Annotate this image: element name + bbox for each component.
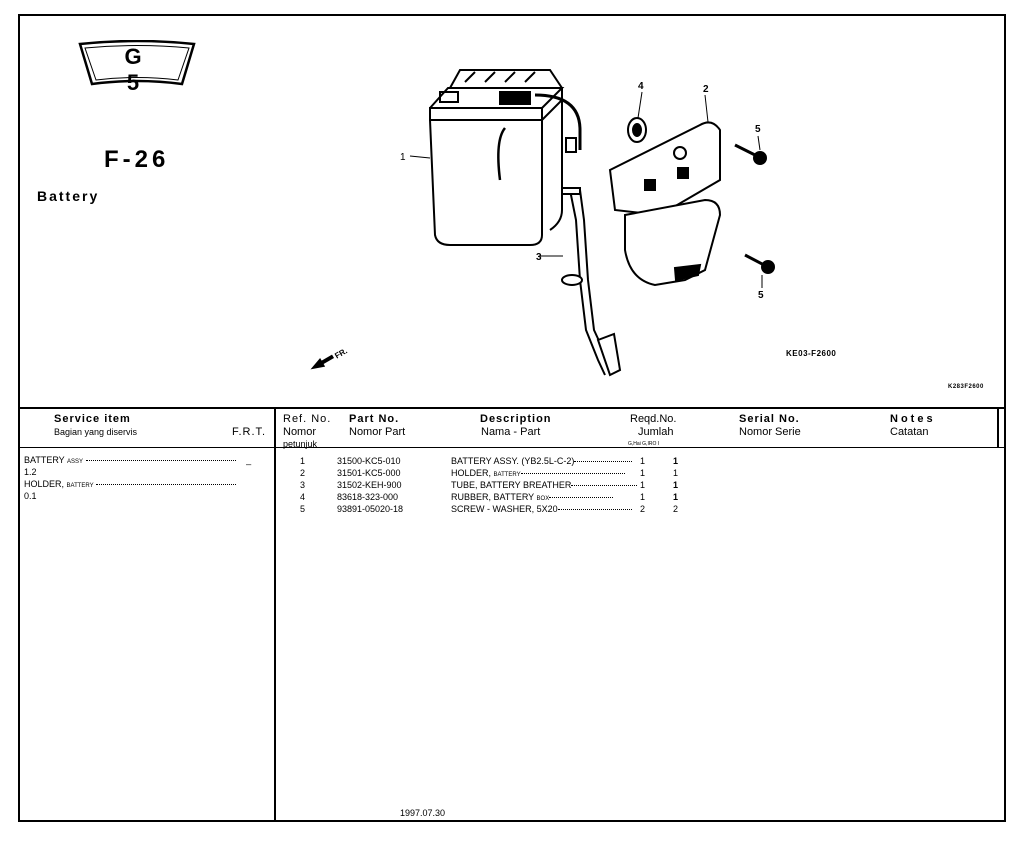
screw-illustrations xyxy=(734,143,775,274)
group-badge-outline xyxy=(78,39,196,86)
print-date: 1997.07.30 xyxy=(400,808,446,818)
leader-dots xyxy=(557,509,632,510)
service-item-row: 0.1 xyxy=(24,491,37,502)
leader-dots xyxy=(96,484,237,485)
table-header-rule xyxy=(18,447,1006,448)
callout-2: 2 xyxy=(703,84,709,95)
row-description: BATTERY ASSY. (YB2.5L-C-2) xyxy=(451,455,633,467)
row-part-no: 31501-KC5-000 xyxy=(337,468,401,478)
row-description-small: BATTERY xyxy=(493,472,521,478)
table-top-rule xyxy=(18,407,1006,409)
front-arrow-label: FR. xyxy=(333,346,349,360)
row-part-no: 31500-KC5-010 xyxy=(337,456,401,466)
breather-tube-illustration xyxy=(561,187,622,377)
service-item-suffix: ASSY xyxy=(67,459,84,465)
row-description: TUBE, BATTERY BREATHER xyxy=(451,479,638,491)
row-description: SCREW - WASHER, 5X20 xyxy=(451,503,632,515)
header-ref-no-sub1: Nomor xyxy=(283,426,317,438)
diagram-code: KE03-F2600 xyxy=(786,349,837,358)
callout-1: 1 xyxy=(400,152,406,163)
header-reqd-cols: G,Hai G,IRO I xyxy=(628,441,660,447)
row-ref: 5 xyxy=(300,504,306,514)
row-part-no: 83618-323-000 xyxy=(337,492,399,502)
row-ref: 2 xyxy=(300,468,306,478)
table-divider xyxy=(274,407,276,822)
header-reqd: Reqd.No. xyxy=(630,413,677,425)
row-qty-2: 1 xyxy=(673,456,679,466)
row-part-no: 31502-KEH-900 xyxy=(337,480,402,490)
callout-leaders xyxy=(409,91,763,288)
callout-5a: 5 xyxy=(755,124,761,135)
leader-dots xyxy=(85,460,236,461)
header-frt: F.R.T. xyxy=(232,426,267,438)
row-ref: 4 xyxy=(300,492,306,502)
row-ref: 3 xyxy=(300,480,306,490)
header-ref-no-sub2: petunjuk xyxy=(283,439,318,449)
leader-dots xyxy=(520,473,625,474)
header-ref-no: Ref. No. xyxy=(283,413,332,425)
row-qty-1: 2 xyxy=(640,504,646,514)
service-item-name: 1.2 xyxy=(24,467,37,477)
row-description: HOLDER, BATTERY xyxy=(451,467,625,481)
leader-dots xyxy=(574,461,633,462)
rubber-box-illustration xyxy=(627,117,647,143)
page-frame xyxy=(18,14,1006,822)
row-qty-1: 1 xyxy=(640,468,646,478)
service-item-row: BATTERY ASSY _ xyxy=(24,455,251,468)
row-description-text: BATTERY ASSY. (YB2.5L-C-2) xyxy=(451,456,575,466)
row-qty-1: 1 xyxy=(640,492,646,502)
service-item-name: 0.1 xyxy=(24,491,37,501)
row-qty-1: 1 xyxy=(640,480,646,490)
service-item-row: 1.2 xyxy=(24,467,37,478)
service-item-row: HOLDER, BATTERY xyxy=(24,479,237,492)
header-part-no-sub: Nomor Part xyxy=(349,426,406,438)
leader-dots xyxy=(571,485,638,486)
exploded-diagram: 1 2 3 4 5 5 FR. xyxy=(310,69,775,377)
header-description: Description xyxy=(480,413,552,425)
battery-illustration xyxy=(429,69,582,246)
callout-4: 4 xyxy=(638,81,644,92)
row-description-text: HOLDER, xyxy=(451,468,492,478)
row-qty-1: 1 xyxy=(640,456,646,466)
header-notes-sub: Catatan xyxy=(890,426,929,438)
header-reqd-sub: Jumlah xyxy=(638,426,674,438)
row-qty-2: 1 xyxy=(673,492,679,502)
figure-number: F-26 xyxy=(104,146,170,173)
callout-3: 3 xyxy=(536,252,542,263)
figure-title: Battery xyxy=(37,188,100,204)
row-description-text: RUBBER, BATTERY xyxy=(451,492,535,502)
callout-5b: 5 xyxy=(758,290,764,301)
header-description-sub: Nama - Part xyxy=(481,426,541,438)
row-qty-2: 1 xyxy=(673,480,679,490)
group-code: G 5 xyxy=(124,44,170,95)
holder-illustration xyxy=(608,121,722,287)
header-part-no: Part No. xyxy=(349,413,400,425)
table-right-tick xyxy=(997,407,999,447)
header-service-item: Service item xyxy=(54,413,131,425)
diagram-code-secondary: K283F2600 xyxy=(948,384,984,390)
service-item-frt: _ xyxy=(246,455,252,465)
row-description-text: TUBE, BATTERY BREATHER xyxy=(451,480,572,490)
header-notes: Notes xyxy=(890,413,936,425)
row-description: RUBBER, BATTERY BOX xyxy=(451,491,614,505)
header-serial: Serial No. xyxy=(739,413,800,425)
row-description-text: SCREW - WASHER, 5X20 xyxy=(451,504,558,514)
service-item-suffix: BATTERY xyxy=(66,483,94,489)
header-serial-sub: Nomor Serie xyxy=(739,426,801,438)
row-ref: 1 xyxy=(300,456,306,466)
row-part-no: 93891-05020-18 xyxy=(337,504,404,514)
leader-dots xyxy=(549,497,614,498)
group-badge: G 5 xyxy=(78,39,196,95)
service-item-name: HOLDER, xyxy=(24,479,65,489)
row-description-small: BOX xyxy=(536,496,550,502)
service-item-name: BATTERY xyxy=(24,455,65,465)
row-qty-2: 1 xyxy=(673,468,679,478)
row-qty-2: 2 xyxy=(673,504,679,514)
header-service-item-sub: Bagian yang diservis xyxy=(54,427,138,437)
front-arrow-icon: FR. xyxy=(310,346,349,370)
